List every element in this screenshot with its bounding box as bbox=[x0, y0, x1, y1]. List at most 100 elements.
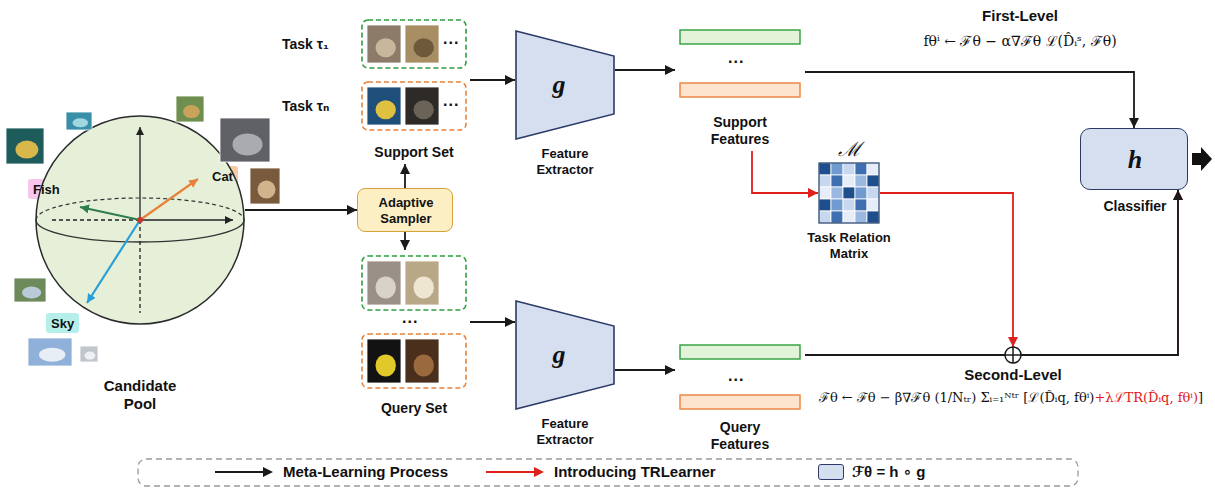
legend-line bbox=[215, 464, 277, 480]
matrix-grid bbox=[843, 175, 855, 187]
class-tag: Sky bbox=[46, 313, 79, 333]
photo bbox=[220, 118, 270, 162]
task-label: Task τₙ bbox=[282, 98, 329, 115]
set-box bbox=[362, 82, 466, 130]
sphere-outline bbox=[87, 220, 140, 303]
photo bbox=[405, 261, 439, 305]
matrix-grid bbox=[855, 175, 867, 187]
matrix-grid bbox=[819, 199, 831, 211]
photo bbox=[28, 338, 72, 366]
sphere-outline bbox=[49, 219, 140, 220]
support-features: Support Features bbox=[675, 25, 805, 151]
text-slot: Adaptive Sampler bbox=[358, 189, 454, 233]
photo bbox=[405, 261, 439, 305]
feature-bar bbox=[680, 345, 800, 359]
level-title: Second-Level bbox=[964, 366, 1062, 384]
matrix-grid bbox=[867, 163, 879, 175]
connector bbox=[805, 72, 1134, 128]
photo bbox=[14, 278, 46, 302]
matrix-grid bbox=[855, 163, 867, 175]
photo bbox=[376, 354, 396, 376]
text-slot: ... bbox=[728, 367, 744, 385]
matrix-grid bbox=[818, 162, 880, 224]
photo bbox=[405, 87, 439, 125]
level-title: First-Level bbox=[982, 7, 1058, 25]
photo bbox=[414, 100, 434, 119]
node-caption: Feature Extractor bbox=[524, 416, 606, 447]
text-slot: ... bbox=[443, 30, 459, 48]
photo bbox=[258, 181, 276, 199]
photo bbox=[367, 339, 401, 383]
photo bbox=[66, 112, 92, 130]
feature-bar bbox=[680, 395, 800, 409]
sphere-outline bbox=[139, 127, 140, 220]
photo bbox=[405, 87, 439, 125]
text-slot: Cat bbox=[212, 167, 233, 185]
text-slot: Classifier bbox=[1081, 197, 1189, 215]
connector bbox=[615, 69, 675, 71]
sphere-outline bbox=[35, 115, 245, 325]
legend-line bbox=[263, 467, 273, 477]
legend-line bbox=[534, 467, 544, 477]
sphere-outline bbox=[139, 220, 140, 313]
matrix-grid bbox=[819, 163, 879, 223]
text-slot: fθⁱ ← ℱθ − α∇ℱθ ℒ(D̂ᵢˢ, ℱθ) bbox=[860, 32, 1180, 50]
matrix-grid bbox=[831, 163, 843, 175]
photo bbox=[367, 87, 401, 125]
text-slot: Feature Extractor bbox=[515, 416, 615, 448]
matrix-grid bbox=[819, 211, 831, 223]
ellipsis: ... bbox=[443, 31, 459, 47]
photo bbox=[28, 338, 72, 366]
module-symbol: g bbox=[553, 342, 566, 368]
legend-frame bbox=[138, 459, 1078, 486]
relation-term: +λℒTR(D̂ᵢq, fθⁱ) bbox=[1094, 389, 1198, 407]
matrix-grid bbox=[819, 175, 831, 187]
text-slot: Introducing TRLearner bbox=[554, 463, 716, 481]
query-features: Query Features bbox=[675, 340, 805, 456]
ellipsis: ... bbox=[728, 368, 744, 384]
legend-text: Introducing TRLearner bbox=[554, 463, 716, 481]
text-slot: Support Features bbox=[675, 114, 805, 148]
matrix-grid bbox=[831, 199, 843, 211]
photo bbox=[176, 96, 204, 122]
node-caption: Classifier bbox=[1103, 198, 1166, 215]
output-arrow bbox=[1192, 147, 1212, 171]
sampler-box: Adaptive Sampler bbox=[357, 188, 453, 232]
photo bbox=[220, 118, 270, 162]
text-slot: First-Level bbox=[940, 7, 1100, 25]
photo bbox=[367, 87, 401, 125]
ellipsis: ... bbox=[443, 93, 459, 109]
photo bbox=[367, 339, 401, 383]
set-box bbox=[362, 256, 466, 310]
sphere-outline bbox=[140, 219, 233, 220]
matrix-grid bbox=[867, 175, 879, 187]
group-caption: Support Set bbox=[374, 144, 453, 161]
text-slot: g bbox=[509, 300, 609, 410]
ellipsis: ... bbox=[728, 50, 744, 66]
text-slot: Second-Level bbox=[933, 366, 1093, 384]
photo bbox=[367, 25, 401, 63]
text-slot: Feature Extractor bbox=[515, 146, 615, 178]
relation-connector bbox=[880, 190, 1178, 355]
relation-connector bbox=[752, 151, 818, 193]
photo bbox=[183, 105, 200, 118]
node-caption: Feature Extractor bbox=[524, 146, 606, 177]
photo bbox=[250, 168, 280, 204]
module-symbol: g bbox=[553, 72, 566, 98]
text-slot: Task τ₁ bbox=[282, 35, 329, 53]
photo bbox=[6, 128, 44, 164]
set-box bbox=[362, 20, 466, 68]
text-slot: Meta-Learning Process bbox=[283, 463, 448, 481]
matrix-grid bbox=[819, 163, 831, 175]
box-text: Adaptive Sampler bbox=[365, 195, 447, 226]
sum-symbol bbox=[1005, 347, 1021, 363]
matrix-symbol: ℳ bbox=[838, 139, 861, 159]
matrix-grid bbox=[843, 187, 855, 199]
photo bbox=[80, 346, 98, 362]
text-slot: Support Set bbox=[358, 143, 470, 161]
extractor-shape bbox=[516, 301, 614, 409]
matrix-grid bbox=[867, 211, 879, 223]
feature-extractor: gFeature Extractor bbox=[515, 30, 615, 140]
photo bbox=[376, 100, 396, 119]
photo bbox=[405, 25, 439, 63]
